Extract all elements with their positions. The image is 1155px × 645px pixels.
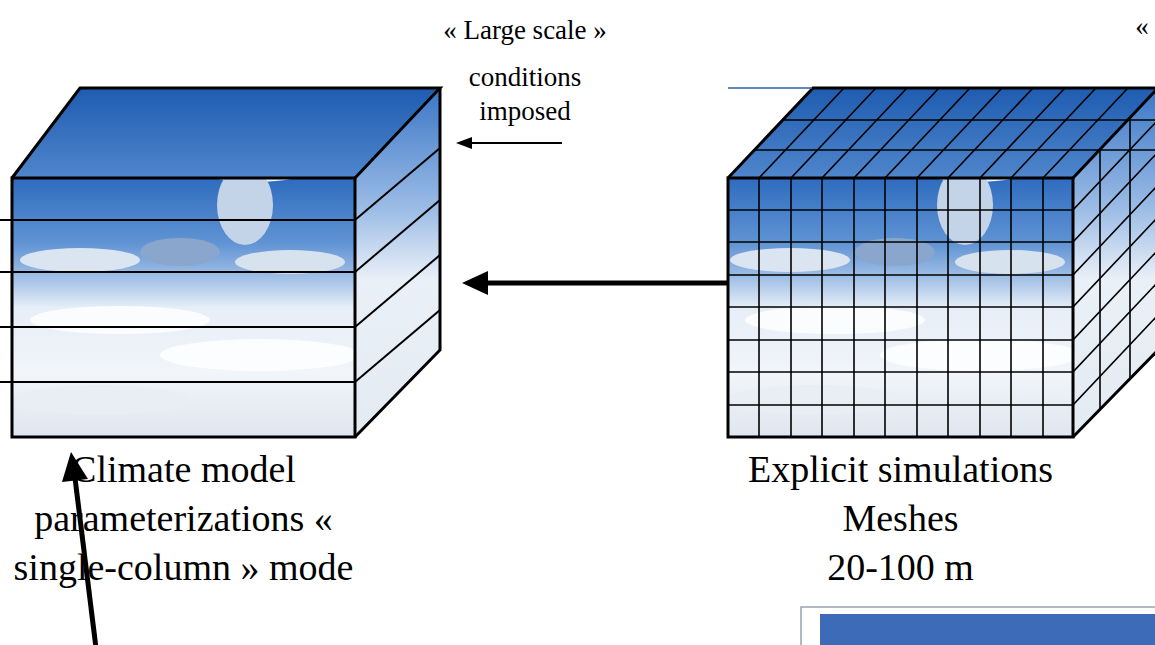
label-text: « bbox=[1132, 10, 1152, 42]
caption-text: Explicit simulations bbox=[728, 445, 1073, 494]
cube-node: Explicit simulationsMeshes20-100 m bbox=[726, 86, 1155, 645]
label-text: « Large scale » bbox=[395, 14, 655, 46]
caption-text: Climate model parameterizations « single… bbox=[12, 445, 355, 592]
caption-text: 20-100 m bbox=[728, 543, 1073, 592]
cube-node: Climate model parameterizations « single… bbox=[10, 86, 444, 645]
label-text: conditions bbox=[395, 61, 655, 93]
caption-text: Meshes bbox=[728, 494, 1073, 543]
cube-caption: Explicit simulationsMeshes20-100 m bbox=[728, 445, 1073, 592]
connector-arrow bbox=[462, 271, 728, 295]
cube-caption: Climate model parameterizations « single… bbox=[12, 445, 355, 592]
label-text: imposed bbox=[395, 95, 655, 127]
